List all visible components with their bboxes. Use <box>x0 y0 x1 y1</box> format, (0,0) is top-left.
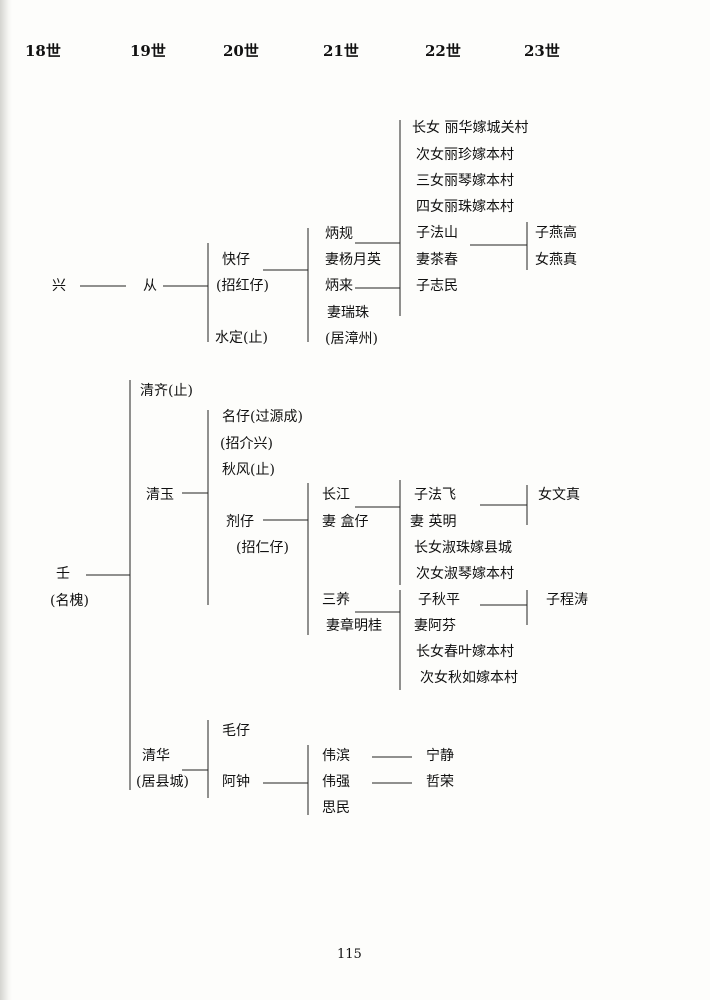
header-gen-22: 22世 <box>425 42 461 60</box>
person-changjiang-wife: 妻 盒仔 <box>322 514 369 530</box>
person-azhong: 阿钟 <box>222 774 250 790</box>
person-binglai-wife: 妻瑞珠 <box>327 305 369 321</box>
person-jizai-note: (招仁仔) <box>236 540 289 556</box>
page-number: 115 <box>337 947 362 962</box>
person-weibin: 伟滨 <box>322 748 350 764</box>
person-fafei: 子法飞 <box>414 487 456 503</box>
scan-edge-shadow <box>0 0 12 1000</box>
person-wenzhen: 女文真 <box>538 487 580 503</box>
person-qiuping-wife: 妻阿芬 <box>414 618 456 634</box>
person-chengtao: 子程涛 <box>546 592 588 608</box>
header-gen-19: 19世 <box>130 42 166 60</box>
person-fashan-wife: 妻茶春 <box>416 252 458 268</box>
person-chunye: 长女春叶嫁本村 <box>416 644 514 660</box>
person-changjiang: 长江 <box>322 487 350 503</box>
person-mingzai: 名仔(过源成) <box>222 409 303 425</box>
person-jizai: 剂仔 <box>226 514 254 530</box>
person-maozai: 毛仔 <box>222 723 250 739</box>
person-fafei-wife: 妻 英明 <box>410 514 457 530</box>
person-qiufeng: 秋风(止) <box>222 462 275 478</box>
header-gen-21: 21世 <box>323 42 359 60</box>
person-weiqiang: 伟强 <box>322 774 350 790</box>
person-qinghua: 清华 <box>142 748 170 764</box>
person-xing: 兴 <box>52 278 66 294</box>
person-shuqin: 次女淑琴嫁本村 <box>416 566 514 582</box>
person-sanyang-wife: 妻章明桂 <box>326 618 382 634</box>
person-mingzai-note: (招介兴) <box>220 436 273 452</box>
person-liqin: 三女丽琴嫁本村 <box>416 173 514 189</box>
header-gen-23: 23世 <box>524 42 560 60</box>
person-cong: 从 <box>143 278 157 294</box>
person-yanzhen: 女燕真 <box>535 252 577 268</box>
person-zhimin: 子志民 <box>416 278 458 294</box>
person-binggui-wife: 妻杨月英 <box>325 252 381 268</box>
person-zherong: 哲荣 <box>426 774 454 790</box>
person-binglai-note: (居漳州) <box>325 331 378 347</box>
person-lihua: 长女 丽华嫁城关村 <box>412 120 529 136</box>
person-sanyang: 三养 <box>322 592 350 608</box>
person-kuaizai: 快仔 <box>222 252 250 268</box>
person-simin: 思民 <box>322 800 350 816</box>
person-binglai: 炳来 <box>325 278 353 294</box>
person-qinghua-note: (居县城) <box>136 774 189 790</box>
person-lizhu: 四女丽珠嫁本村 <box>416 199 514 215</box>
person-shuiding: 水定(止) <box>215 330 268 346</box>
person-fashan: 子法山 <box>416 225 458 241</box>
header-gen-18: 18世 <box>25 42 61 60</box>
person-ren: 壬 <box>56 566 70 582</box>
person-binggui: 炳规 <box>325 226 353 242</box>
person-qiuping: 子秋平 <box>418 592 460 608</box>
person-shuzhu: 长女淑珠嫁县城 <box>414 540 512 556</box>
person-lizhen: 次女丽珍嫁本村 <box>416 147 514 163</box>
person-qingyu: 清玉 <box>146 487 174 503</box>
person-qingqi: 清齐(止) <box>140 383 193 399</box>
person-ningjing: 宁静 <box>426 748 454 764</box>
header-gen-20: 20世 <box>223 42 259 60</box>
person-kuaizai-note: (招红仔) <box>216 278 269 294</box>
person-qiuru: 次女秋如嫁本村 <box>420 670 518 686</box>
person-yangao: 子燕高 <box>535 225 577 241</box>
person-ren-note: (名槐) <box>50 593 89 609</box>
